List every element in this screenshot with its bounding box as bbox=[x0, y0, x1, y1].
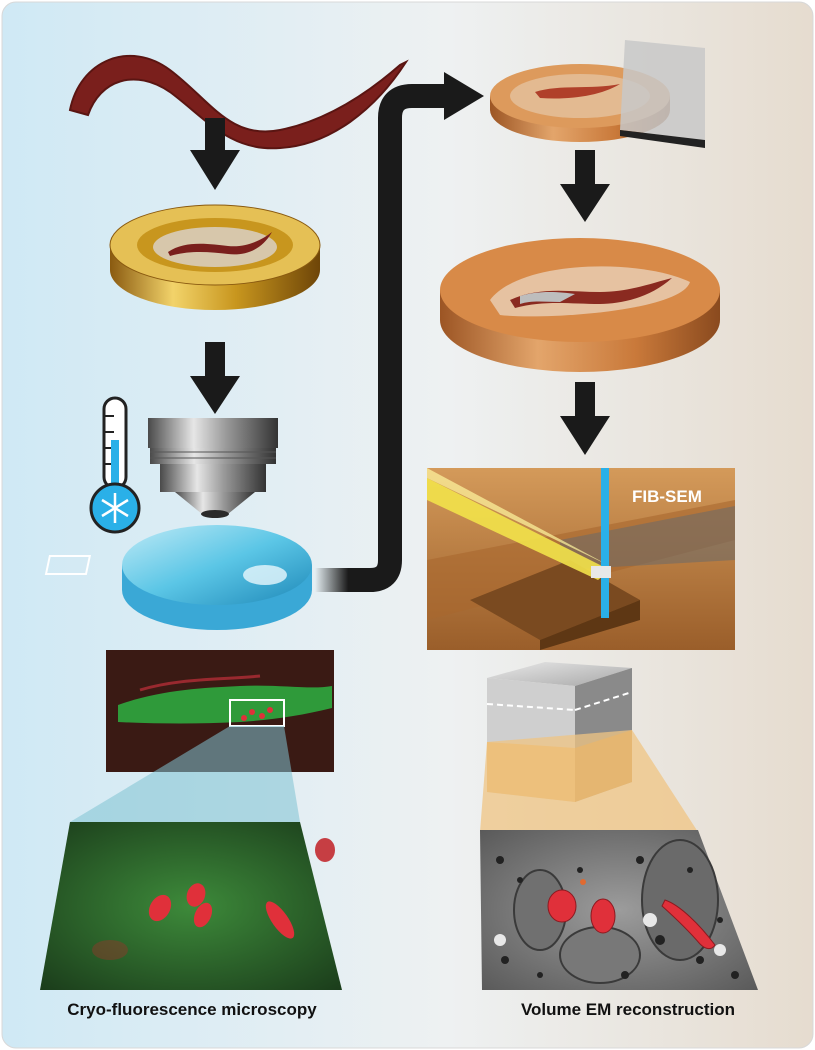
zoom-projection bbox=[70, 726, 300, 822]
em-reconstruction-image bbox=[480, 830, 758, 990]
transfer-arrow bbox=[315, 84, 448, 592]
transfer-arrowhead bbox=[444, 72, 484, 120]
em-zoom-projection bbox=[480, 730, 698, 832]
arrow-down-4 bbox=[560, 382, 610, 455]
copper-disc-with-blade bbox=[490, 40, 705, 148]
frozen-sample-disc bbox=[44, 525, 312, 630]
fluorescence-overview-image bbox=[106, 650, 334, 772]
fib-sem-label: FIB-SEM bbox=[632, 487, 702, 506]
fib-sem-image bbox=[427, 468, 735, 650]
fluorescence-detail-image bbox=[40, 822, 342, 990]
copper-planchette bbox=[440, 238, 720, 372]
worm bbox=[68, 54, 409, 150]
arrow-down-2 bbox=[190, 342, 240, 414]
right-caption: Volume EM reconstruction bbox=[520, 1000, 736, 1019]
objective-lens bbox=[148, 418, 278, 518]
arrow-down-3 bbox=[560, 150, 610, 222]
thermometer-icon bbox=[102, 396, 128, 490]
arrow-down-1 bbox=[190, 118, 240, 190]
gold-sample-carrier bbox=[109, 204, 321, 310]
snowflake-icon bbox=[89, 482, 141, 534]
left-caption: Cryo-fluorescence microscopy bbox=[67, 1000, 317, 1019]
roi-box bbox=[44, 555, 92, 575]
